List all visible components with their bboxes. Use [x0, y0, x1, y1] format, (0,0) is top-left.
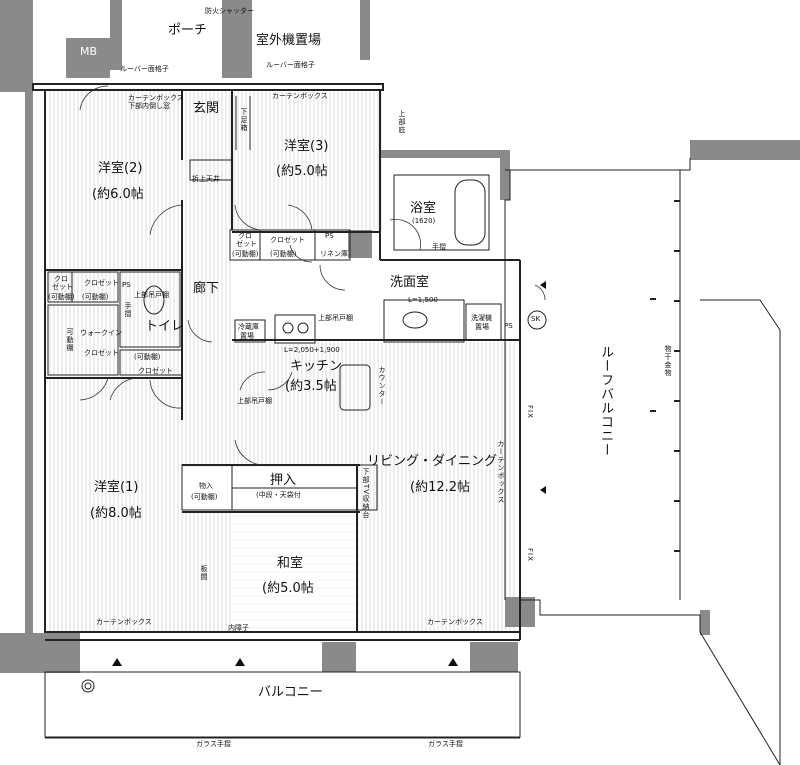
closet-w2a-line1: クロ	[54, 275, 68, 283]
bath-size: (1620)	[412, 217, 436, 225]
curtain-box-b2-label: カーテンボックス	[427, 618, 483, 626]
roof-upper-label: 上部庇	[398, 110, 406, 134]
sk-label: SK	[531, 315, 541, 323]
living-size: (約12.2帖	[410, 480, 471, 495]
storage-line2: (可動棚)	[191, 493, 218, 501]
walkin-line2: クロゼット	[84, 349, 119, 357]
curtain-box-b1-label: カーテンボックス	[96, 618, 152, 626]
oshiire-sub-label: (中段・天袋付	[256, 491, 301, 499]
western3-name: 洋室(3)	[284, 139, 329, 154]
inner-shoji-label: 内障子	[228, 624, 249, 632]
porch-label: ポーチ	[168, 23, 208, 38]
wash-dim-label: L=1,500	[408, 296, 438, 304]
closet-w3a-line3: (可動棚)	[232, 250, 259, 258]
bath-name: 浴室	[410, 201, 437, 216]
louver-left-label: ルーバー面格子	[120, 65, 169, 73]
kitchen-dim-label: L=2,050+1,900	[284, 346, 340, 354]
counter-label: カウンター	[378, 366, 386, 406]
walkin-shelf-label: 可動棚	[66, 328, 74, 352]
fixtures	[47, 96, 502, 511]
closet-w2b-line2: (可動棚)	[82, 293, 109, 301]
upper-cabinet-k2-label: 上部吊戸棚	[237, 397, 272, 405]
walkin-line1: ウォークイン	[80, 329, 122, 337]
fire-shutter-label: 防火シャッター	[205, 7, 254, 15]
curtain-box-vertical-label: カーテンボックス	[497, 440, 505, 504]
louver-right-label: ルーバー面格子	[266, 61, 315, 69]
closet-w2a-line2: ゼット	[52, 283, 73, 291]
ps1-label: PS	[325, 232, 334, 240]
toilet-handrail-label: 手摺	[124, 302, 132, 318]
bath-handrail-label: 手摺	[432, 243, 446, 251]
upper-cabinet-k-label: 上部吊戸棚	[318, 314, 353, 322]
drying-rail-label: 物干金物	[664, 345, 672, 377]
closet-w3b-line1: クロゼット	[270, 236, 305, 244]
western2-name: 洋室(2)	[98, 161, 143, 176]
curtain-box-w2-sub-label: 下部内倒し窓	[128, 102, 170, 110]
ps2-label: PS	[122, 281, 131, 289]
western3-size: (約5.0帖	[276, 164, 328, 179]
interior-walls	[32, 83, 521, 641]
fridge-line2: 置場	[240, 332, 254, 340]
structural-walls	[0, 0, 800, 673]
kitchen-name: キッチン	[290, 359, 343, 374]
japanese-name: 和室	[277, 556, 304, 571]
curtain-box-w2-label: カーテンボックス	[128, 94, 184, 102]
fix2-label: FIX	[526, 548, 534, 562]
washer-line2: 置場	[475, 323, 489, 331]
closet-w2a-line3: (可動棚)	[48, 293, 75, 301]
opening-arrows	[112, 281, 546, 666]
ps3-label: PS	[504, 322, 513, 330]
tv-storage-label: 下部TV収納台	[362, 468, 370, 520]
movable-shelf-label: (可動棚)	[134, 353, 161, 361]
living-name: リビング・ダイニング	[367, 454, 498, 469]
closet-w2b-line1: クロゼット	[84, 279, 119, 287]
washroom-label: 洗面室	[390, 275, 430, 290]
balcony-outline	[44, 158, 781, 765]
roof-balcony-label: ルーフバルコニー	[598, 345, 613, 457]
toilet-label: トイレ	[145, 319, 185, 334]
glass-rail-1-label: ガラス手摺	[196, 740, 231, 748]
washer-line1: 洗濯機	[471, 314, 492, 322]
oshiire-label: 押入	[270, 473, 297, 488]
western2-size: (約6.0帖	[92, 187, 144, 202]
door-swings	[79, 85, 546, 466]
toilet-upper-cabinet-label: 上部吊戸棚	[134, 291, 169, 299]
mb-label: MB	[80, 45, 98, 58]
fridge-line1: 冷蔵庫	[238, 323, 259, 331]
sk-symbol	[527, 310, 547, 330]
kitchen-size: (約3.5帖	[285, 379, 337, 394]
curtain-box-w3-label: カーテンボックス	[272, 92, 328, 100]
ceiling-label: 折上天井	[192, 175, 220, 183]
linen-label: リネン庫	[320, 250, 348, 258]
western1-name: 洋室(1)	[94, 480, 139, 495]
drying-rail-markers	[650, 200, 680, 552]
western1-size: (約8.0帖	[90, 506, 142, 521]
outdoor-unit-label: 室外機置場	[256, 33, 322, 48]
floor-textures	[47, 88, 517, 633]
japanese-size: (約5.0帖	[262, 581, 314, 596]
entrance-label: 玄関	[193, 101, 220, 116]
fix1-label: FIX	[526, 405, 534, 419]
closet-w3a-line2: ゼット	[236, 240, 257, 248]
closet-w1-label: クロゼット	[138, 367, 173, 375]
plank-label: 板間	[200, 565, 208, 581]
hallway-label: 廊下	[193, 281, 220, 296]
glass-rail-2-label: ガラス手摺	[428, 740, 463, 748]
balcony-label: バルコニー	[258, 685, 323, 700]
closet-w3b-line2: (可動棚)	[270, 250, 297, 258]
closet-w3a-line1: クロ	[238, 232, 252, 240]
storage-line1: 物入	[199, 482, 213, 490]
shoe-box-label: 下足箱	[240, 108, 248, 132]
